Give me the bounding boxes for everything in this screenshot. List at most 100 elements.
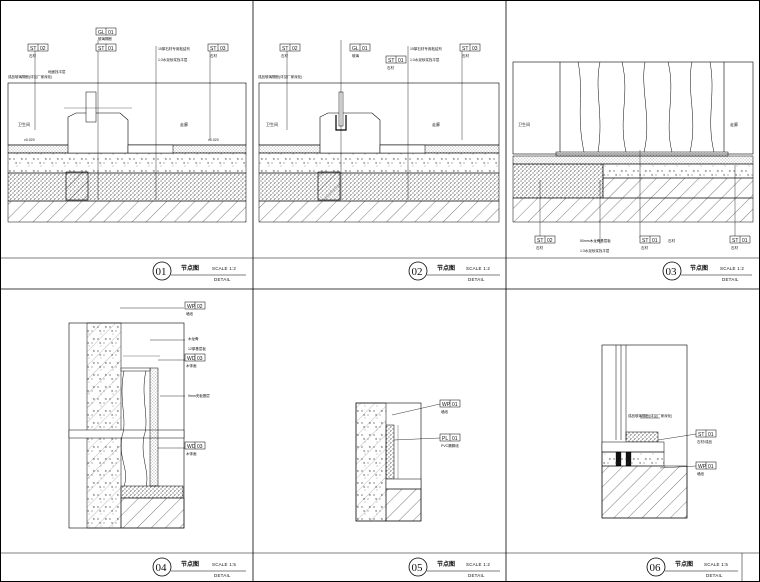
note: 1:3水泥砂浆找平层	[580, 248, 610, 253]
svg-text:02: 02	[292, 46, 298, 52]
detail-title: 节点图	[437, 560, 455, 568]
material-tag: ST 01 石材	[639, 235, 661, 250]
material-tag: PL 01 PVC踢脚线	[439, 433, 461, 448]
material-tag: WP 01 墙纸	[439, 399, 461, 414]
detail-panel-03: 卫生间 走廊 50mm木龙骨基层板 1:3水泥砂浆找平层 石材 ST 02 石材…	[506, 61, 760, 282]
svg-text:ST: ST	[210, 46, 216, 52]
room-label-right: 走廊	[730, 121, 738, 127]
detail-number-bubble	[646, 557, 666, 577]
detail-subtitle: DETAIL	[214, 573, 231, 578]
detail-subtitle: DETAIL	[214, 277, 231, 282]
svg-text:ST: ST	[698, 432, 704, 438]
svg-text:墙纸: 墙纸	[697, 471, 705, 476]
svg-text:WP: WP	[698, 464, 707, 470]
detail-scale: SCALE 1:5	[212, 562, 236, 567]
title-block: 06 节点图 SCALE 1:5 DETAIL	[646, 557, 738, 578]
detail-subtitle: DETAIL	[722, 277, 739, 282]
note: 成品玻璃隔断(详见厂家深化)	[258, 74, 302, 79]
svg-text:02: 02	[40, 46, 46, 52]
material-tag: WD 03 木饰面	[184, 441, 206, 456]
detail-number-bubble	[662, 261, 682, 281]
svg-text:石材: 石材	[210, 53, 217, 58]
material-tag: ST 02 石材	[534, 235, 556, 250]
svg-text:01: 01	[362, 46, 368, 52]
note: 50mm木龙骨基层板	[580, 238, 611, 243]
svg-text:01: 01	[398, 58, 404, 64]
detail-scale: SCALE 1:2	[212, 266, 236, 271]
room-label-right: 走廊	[432, 121, 440, 127]
svg-text:WP: WP	[187, 304, 196, 310]
title-block: 04 节点图 SCALE 1:5 DETAIL	[152, 557, 246, 578]
level-mark-right: ±0.020	[208, 138, 219, 142]
svg-text:01: 01	[108, 46, 114, 52]
svg-text:ST: ST	[30, 46, 36, 52]
material-tag: ST 01 石材	[385, 55, 407, 70]
svg-text:石材/成品: 石材/成品	[697, 439, 712, 444]
detail-number: 03	[666, 266, 678, 278]
room-label-left: 卫生间	[266, 121, 278, 127]
material-tag: ST 02 石材	[27, 43, 49, 58]
detail-scale: SCALE 1:2	[466, 266, 490, 271]
room-label-right: 走廊	[180, 121, 188, 127]
svg-text:ST: ST	[642, 238, 648, 244]
detail-title: 节点图	[437, 264, 455, 272]
svg-text:ST: ST	[282, 46, 288, 52]
svg-text:WP: WP	[442, 402, 451, 408]
level-mark-left: ±0.020	[24, 138, 35, 142]
note: 木龙骨	[188, 336, 199, 341]
svg-text:WD: WD	[187, 356, 196, 362]
material-tag: GL 01 玻璃	[349, 43, 371, 58]
detail-panel-06: 成品玻璃隔断(详见厂家深化) ST 01 石材/成品 WP 01 墙纸 06 节…	[506, 344, 760, 582]
svg-text:玻璃: 玻璃	[352, 53, 360, 58]
svg-text:03: 03	[197, 444, 203, 450]
note: 成品玻璃隔断(详见厂家深化)	[628, 413, 672, 418]
note: 15厚石材专用粘结剂	[410, 46, 442, 51]
note: 12厚基层板	[188, 346, 206, 351]
svg-text:玻璃隔断: 玻璃隔断	[98, 36, 112, 41]
material-tag: ST 01	[95, 43, 117, 52]
detail-number-bubble	[152, 261, 172, 281]
material-tag: ST 01 石材/成品	[695, 429, 717, 444]
svg-text:01: 01	[452, 402, 458, 408]
detail-title: 节点图	[181, 560, 199, 568]
svg-text:ST: ST	[732, 238, 738, 244]
material-tag: ST 01 石材	[729, 235, 751, 250]
material-tag: ST 03 石材	[459, 43, 481, 58]
svg-text:01: 01	[652, 238, 658, 244]
detail-scale: SCALE 1:5	[704, 562, 728, 567]
svg-text:01: 01	[708, 464, 714, 470]
svg-text:ST: ST	[462, 46, 468, 52]
note: 9mm夹板基层	[188, 393, 210, 398]
svg-text:木饰面: 木饰面	[186, 451, 197, 456]
detail-title: 节点图	[690, 264, 708, 272]
svg-text:ST: ST	[388, 58, 394, 64]
svg-text:PL: PL	[442, 436, 448, 442]
detail-number-bubble	[408, 261, 428, 281]
svg-text:石材: 石材	[29, 53, 36, 58]
detail-number: 06	[650, 562, 662, 574]
detail-subtitle: DETAIL	[468, 573, 485, 578]
title-block: 01 节点图 SCALE 1:2 DETAIL	[152, 261, 246, 282]
svg-text:石材: 石材	[462, 53, 470, 58]
svg-text:01: 01	[108, 30, 114, 36]
detail-number-bubble	[152, 557, 172, 577]
svg-text:GL: GL	[98, 30, 105, 36]
svg-text:GL: GL	[352, 46, 359, 52]
detail-number: 02	[412, 266, 423, 278]
detail-title: 节点图	[675, 560, 693, 568]
svg-text:ST: ST	[98, 46, 104, 52]
room-label-left: 卫生间	[518, 121, 530, 127]
title-block: 05 节点图 SCALE 1:2 DETAIL	[408, 557, 500, 578]
note: 15厚石材专用粘结剂	[158, 46, 190, 51]
material-tag: WP 01 墙纸	[695, 461, 717, 476]
svg-text:03: 03	[197, 356, 203, 362]
detail-number: 05	[412, 562, 424, 574]
svg-text:石材: 石材	[731, 245, 739, 250]
title-block: 02 节点图 SCALE 1:2 DETAIL	[408, 261, 500, 282]
svg-text:ST: ST	[537, 238, 543, 244]
svg-text:石材: 石材	[387, 65, 395, 70]
note: 地面找平层	[48, 69, 66, 74]
detail-subtitle: DETAIL	[706, 573, 723, 578]
svg-text:墙纸: 墙纸	[186, 311, 193, 316]
